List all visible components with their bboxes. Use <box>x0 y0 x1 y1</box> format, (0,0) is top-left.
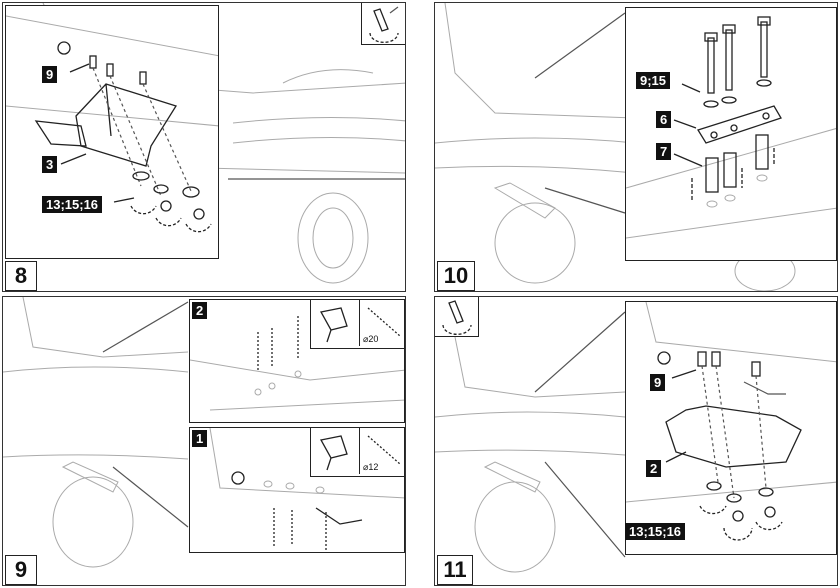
step-11-detail-callout: 9 2 <box>625 301 837 555</box>
drill-icon <box>319 435 348 459</box>
spacer-tubes <box>705 134 769 193</box>
drill-holes-upper-drawing <box>190 316 404 411</box>
step-11-panel: 9 2 13;15;16 11 <box>434 296 838 586</box>
tool-box <box>435 297 479 337</box>
part-label-6: 6 <box>656 111 672 128</box>
drill-holes-lower-drawing <box>209 428 404 550</box>
skid-plate-part-2 <box>665 405 802 468</box>
drill-icon <box>319 307 348 331</box>
drill-size-20: ⌀20 <box>363 334 379 344</box>
part-label-2: 2 <box>192 302 208 319</box>
step-8-panel: 9 3 13;15;16 8 <box>2 2 406 292</box>
washer-stack <box>132 171 205 220</box>
drill-bit-icon <box>367 435 401 465</box>
part-label-13-15-16: 13;15;16 <box>42 196 103 213</box>
drill-bit-icon <box>367 307 401 337</box>
wrench-icon <box>373 8 389 32</box>
part-label-9: 9 <box>42 66 58 83</box>
washer-stack <box>706 481 776 522</box>
tool-box <box>361 3 405 45</box>
step-number-8: 8 <box>5 261 37 291</box>
car-underside-sketch <box>435 311 626 573</box>
car-underside-sketch <box>435 3 796 291</box>
step-9-callout-lower: ⌀12 1 <box>189 427 405 553</box>
part-label-13-15-16: 13;15;16 <box>625 523 686 540</box>
part-label-9-15: 9;15 <box>636 72 671 89</box>
drill-size-12: ⌀12 <box>363 462 379 472</box>
wrench-icon <box>448 300 464 324</box>
part-label-9: 9 <box>650 374 666 391</box>
step-9-panel: ⌀20 2 <box>2 296 406 586</box>
bolt-head <box>57 41 71 55</box>
part-label-7: 7 <box>656 143 672 160</box>
bolt-group <box>697 351 761 377</box>
step-10-detail-callout: 9;15 6 7 <box>625 7 837 261</box>
part-label-1: 1 <box>192 430 208 447</box>
step-9-callout-upper: ⌀20 2 <box>189 299 405 423</box>
skid-plate-bracket-drawing <box>6 15 218 233</box>
step-10-panel: 9;15 6 7 10 <box>434 2 838 292</box>
step-8-detail-callout: 9 3 13;15;16 <box>5 5 219 259</box>
step-number-11: 11 <box>437 555 473 585</box>
washers <box>703 79 772 108</box>
skid-plate-install-drawing <box>626 302 836 541</box>
car-underside-sketch <box>3 297 189 568</box>
spacer-plate-6 <box>697 105 782 144</box>
part-label-3: 3 <box>42 156 58 173</box>
step-number-10: 10 <box>437 261 475 291</box>
part-label-2: 2 <box>646 460 662 477</box>
long-bolts <box>704 16 771 94</box>
spacer-bolt-drawing <box>626 16 836 239</box>
step-number-9: 9 <box>5 555 37 585</box>
